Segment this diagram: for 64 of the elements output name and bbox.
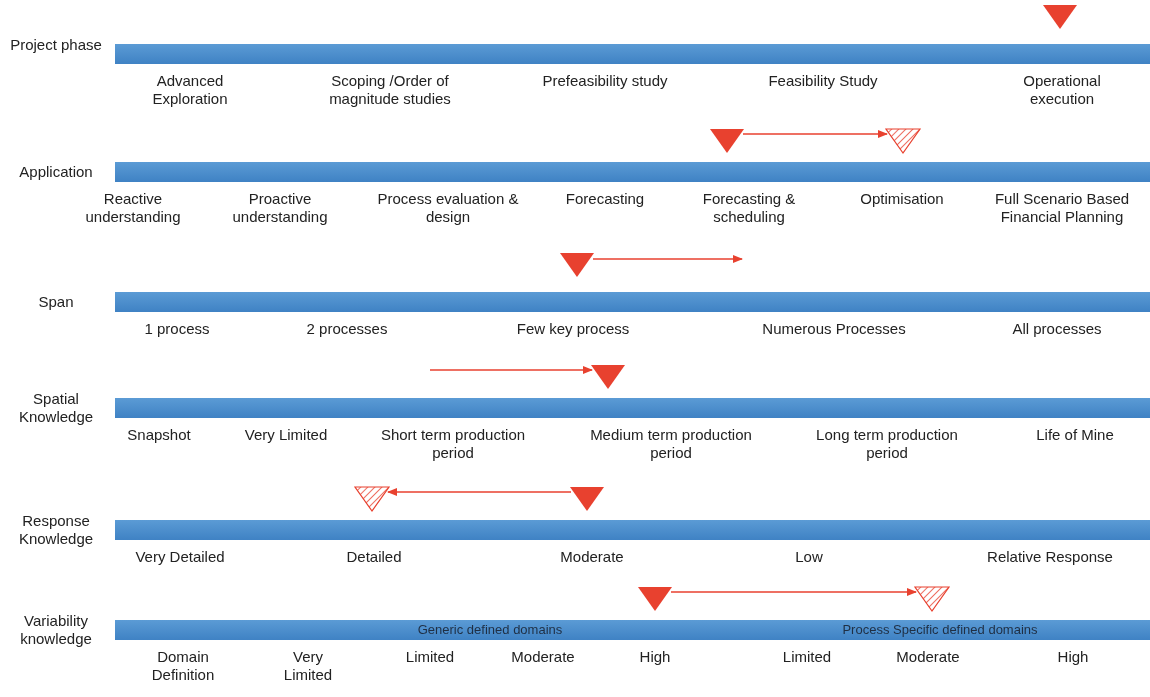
row-heading: Project phase xyxy=(9,36,103,54)
scale-bar xyxy=(115,520,1150,540)
scale-label: Numerous Processes xyxy=(761,320,907,338)
scale-label: Reactive understanding xyxy=(84,190,182,226)
scale-label: Very Limited xyxy=(243,426,329,444)
row-heading: Response Knowledge xyxy=(17,512,95,548)
scale-bar xyxy=(115,620,1150,640)
scale-label: Limited xyxy=(404,648,456,666)
bar-label: Process Specific defined domains xyxy=(842,621,1038,639)
bar-label: Generic defined domains xyxy=(417,621,563,639)
scale-label: Limited xyxy=(781,648,833,666)
row-heading: Application xyxy=(18,163,94,181)
position-marker xyxy=(569,486,605,512)
scale-label: Forecasting & scheduling xyxy=(701,190,797,226)
scale-label: Process evaluation & design xyxy=(376,190,520,226)
scale-label: All processes xyxy=(1011,320,1103,338)
arrow xyxy=(429,366,593,374)
scale-label: Moderate xyxy=(510,648,576,666)
scale-label: Long term production period xyxy=(815,426,959,462)
scale-label: Very Limited xyxy=(282,648,334,684)
scale-bar xyxy=(115,162,1150,182)
row-heading: Spatial Knowledge xyxy=(17,390,95,426)
scale-label: Low xyxy=(794,548,824,566)
scale-label: Medium term production period xyxy=(589,426,753,462)
arrow xyxy=(670,588,917,596)
scale-label: Scoping /Order of magnitude studies xyxy=(328,72,452,108)
scale-label: Very Detailed xyxy=(134,548,226,566)
scale-label: 2 processes xyxy=(305,320,389,338)
scale-label: Snapshot xyxy=(126,426,192,444)
scale-label: Prefeasibility study xyxy=(541,72,669,90)
scale-label: High xyxy=(638,648,672,666)
scale-label: Few key process xyxy=(515,320,631,338)
scale-label: Moderate xyxy=(559,548,625,566)
scale-label: Proactive understanding xyxy=(231,190,329,226)
scale-label: High xyxy=(1056,648,1090,666)
scale-bar xyxy=(115,398,1150,418)
scale-label: Short term production period xyxy=(379,426,527,462)
scale-label: Moderate xyxy=(895,648,961,666)
scale-bar xyxy=(115,44,1150,64)
target-marker xyxy=(914,586,950,612)
scale-label: Forecasting xyxy=(564,190,646,208)
scale-bar xyxy=(115,292,1150,312)
target-marker xyxy=(885,128,921,154)
scale-label: Relative Response xyxy=(986,548,1114,566)
scale-label: 1 process xyxy=(143,320,211,338)
position-marker xyxy=(1042,4,1078,30)
scale-label: Domain Definition xyxy=(150,648,216,684)
scale-label: Life of Mine xyxy=(1035,426,1115,444)
arrow xyxy=(387,488,572,496)
position-marker xyxy=(709,128,745,154)
scale-label: Optimisation xyxy=(859,190,945,208)
arrow xyxy=(742,130,888,138)
position-marker xyxy=(590,364,626,390)
row-heading: Variability knowledge xyxy=(19,612,93,648)
scale-label: Advanced Exploration xyxy=(151,72,229,108)
row-heading: Span xyxy=(37,293,75,311)
arrow xyxy=(592,255,743,263)
target-marker xyxy=(354,486,390,512)
position-marker xyxy=(559,252,595,278)
scale-label: Feasibility Study xyxy=(768,72,878,90)
scale-label: Detailed xyxy=(345,548,403,566)
position-marker xyxy=(637,586,673,612)
scale-label: Operational execution xyxy=(1022,72,1102,108)
scale-label: Full Scenario Based Financial Planning xyxy=(993,190,1131,226)
